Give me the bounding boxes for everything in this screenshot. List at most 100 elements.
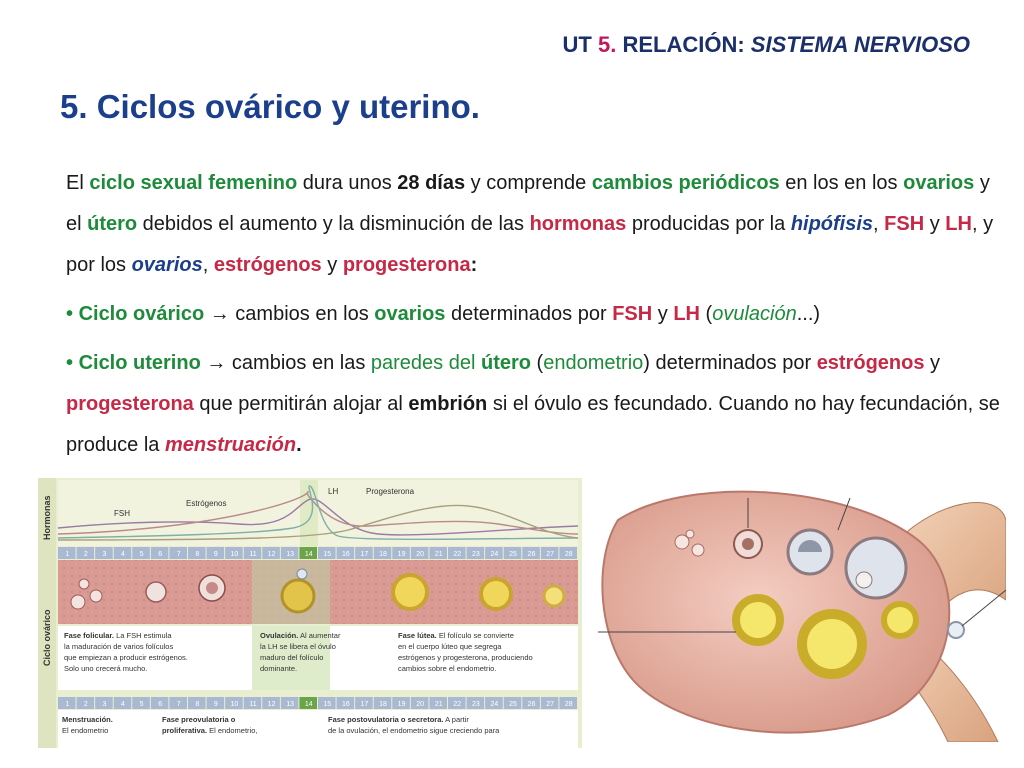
day-cell [392,547,410,559]
corpus-luteum-icon [797,609,867,679]
day-cell [132,697,150,709]
svg-text:proliferativa. El endometrio,: proliferativa. El endometrio, [162,726,257,735]
follicle-icon [685,529,695,539]
svg-text:la LH se libera el óvulo: la LH se libera el óvulo [260,642,336,651]
day-cell [429,697,447,709]
follicle-icon [70,594,86,610]
day-number: 13 [286,551,294,558]
slide-title: 5. Ciclos ovárico y uterino. [60,88,480,125]
day-number: 15 [323,701,331,708]
day-number: 18 [379,551,387,558]
day-cell [76,697,95,709]
day-number: 28 [565,701,573,708]
day-number: 1 [65,551,69,558]
day-number: 3 [102,701,106,708]
day-cell [503,547,522,559]
day-cell [206,547,225,559]
label-lh: LH [328,487,338,496]
day-number: 22 [453,701,461,708]
ovary-illustration [598,490,1006,742]
day-number: 3 [102,551,106,558]
day-cell [243,697,262,709]
day-cell [280,697,299,709]
day-number: 18 [379,701,387,708]
day-number: 17 [361,551,369,558]
svg-text:Fase folicular. La FSH estimul: Fase folicular. La FSH estimula [64,631,172,640]
lh-curve [57,485,579,541]
fsh-curve [57,498,579,536]
svg-text:Fase lútea. El folículo se con: Fase lútea. El folículo se convierte [398,631,514,640]
svg-text:Fase preovulatoria o: Fase preovulatoria o [162,715,236,724]
day-number: 24 [491,551,499,558]
svg-text:que empiezan a producir estróg: que empiezan a producir estrógenos. [64,653,188,662]
day-cell [243,547,262,559]
day-cell [355,697,373,709]
day-cell [58,697,76,709]
svg-text:El endometrio: El endometrio [62,726,108,735]
day-number: 4 [121,701,125,708]
svg-text:Fase postovulatoria o secretor: Fase postovulatoria o secretora. A parti… [328,715,469,724]
day-number: 16 [342,551,350,558]
day-cell [113,547,132,559]
day-cell [132,547,150,559]
day-cell [485,697,503,709]
day-number: 21 [435,551,443,558]
day-number: 19 [398,551,406,558]
day-number: 5 [140,701,144,708]
follicle-icon [674,534,690,550]
day-number: 23 [472,551,480,558]
day-cell [169,547,187,559]
corpus-luteum-icon [542,584,566,608]
day-cell [392,697,410,709]
day-number: 16 [342,701,350,708]
follicle-icon [691,543,705,557]
day-number: 26 [528,551,536,558]
day-number: 25 [509,701,517,708]
day-number: 20 [416,551,424,558]
day-number: 27 [546,701,554,708]
day-cell [373,547,392,559]
day-cell [466,697,485,709]
progesterone-curve [57,504,579,541]
day-number: 7 [177,701,181,708]
day-cell [113,697,132,709]
label-progesterona: Progesterona [366,487,415,496]
corpus-luteum-icon [881,601,919,639]
follicle-icon [89,589,103,603]
day-number: 1 [65,701,69,708]
svg-text:Ovulación. Al aumentar: Ovulación. Al aumentar [260,631,341,640]
day-number: 21 [435,701,443,708]
day-number: 15 [323,551,331,558]
day-number: 28 [565,551,573,558]
svg-text:de la ovulación, el endometrio: de la ovulación, el endometrio sigue cre… [328,726,500,735]
corpus-luteum-icon [280,578,316,614]
day-number: 23 [472,701,480,708]
day-number: 14 [305,701,313,708]
svg-text:cambios sobre el endometrio.: cambios sobre el endometrio. [398,664,496,673]
day-number: 11 [249,701,256,708]
label-fsh: FSH [114,509,130,518]
ovum-icon [947,621,965,639]
day-number: 26 [528,701,536,708]
svg-text:dominante.: dominante. [260,664,297,673]
day-number: 14 [305,551,313,558]
svg-text:Solo uno crecerá mucho.: Solo uno crecerá mucho. [64,664,147,673]
day-cell [522,697,540,709]
svg-text:en el cuerpo lúteo que segrega: en el cuerpo lúteo que segrega [398,642,502,651]
day-cell [262,547,280,559]
day-number: 24 [491,701,499,708]
day-cell [150,547,169,559]
day-cell [410,547,429,559]
day-number: 12 [268,701,276,708]
day-cell [503,697,522,709]
day-cell [188,697,206,709]
paragraph-intro: El ciclo sexual femenino dura unos 28 dí… [66,172,994,276]
day-number: 10 [231,551,239,558]
cycle-diagram: Hormonas Ciclo ovárico LH Progesterona E… [38,478,582,748]
day-cell [336,697,355,709]
follicle-icon [78,578,90,590]
day-number: 13 [286,701,294,708]
day-cell [58,547,76,559]
bullet-uterine-cycle: • Ciclo uterino → cambios en las paredes… [66,352,1000,456]
